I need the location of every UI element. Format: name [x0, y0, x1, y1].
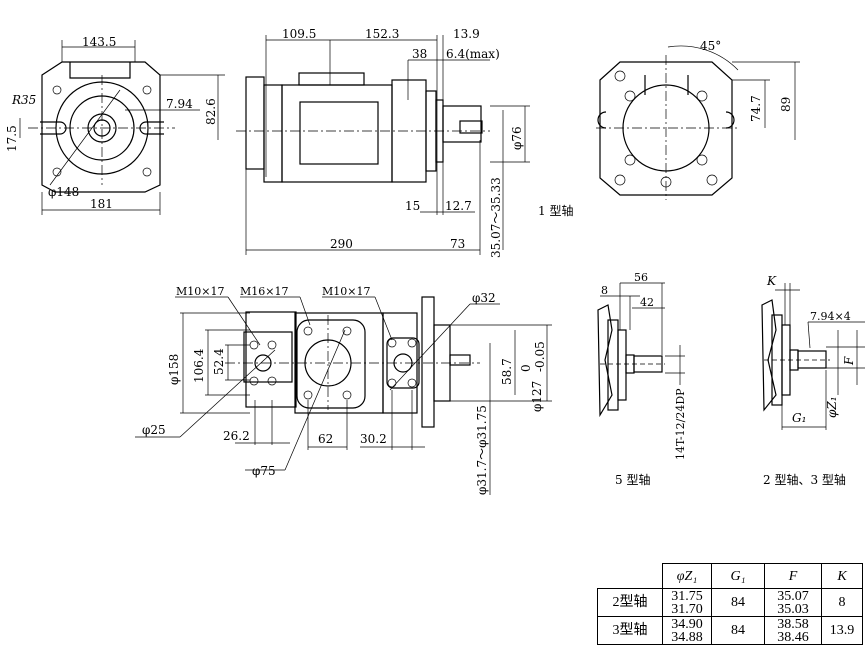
- dim-17-5: 17.5: [5, 125, 19, 152]
- f-max: 38.58: [777, 616, 809, 632]
- dim-109-5: 109.5: [282, 27, 316, 41]
- dim-35-range: 35.07～35.33: [489, 177, 503, 258]
- dim-phi76: φ76: [510, 126, 524, 150]
- dim-26-2: 26.2: [223, 429, 250, 443]
- dim-52-4: 52.4: [212, 348, 226, 375]
- dim-phi158: φ158: [167, 354, 181, 385]
- dim-73: 73: [450, 237, 465, 251]
- z-max: 31.75: [671, 588, 703, 604]
- header-k: K: [821, 563, 863, 589]
- label-m10x17-left: M10×17: [176, 285, 224, 298]
- dim-phi127: φ127: [530, 381, 544, 412]
- dim-290: 290: [330, 237, 353, 251]
- label-phi-z1: φZ₁: [825, 396, 839, 418]
- dim-15: 15: [405, 199, 420, 213]
- dim-31-7-range: φ31.7～φ31.75: [475, 405, 489, 495]
- g-value: 84: [711, 616, 765, 645]
- label-k: K: [766, 274, 777, 288]
- key-spec: 7.94×4: [810, 310, 851, 323]
- spline-spec: 14T-12/24DP: [674, 388, 687, 460]
- f-min: 38.46: [777, 629, 809, 645]
- row-name: 3型轴: [597, 616, 663, 645]
- front-view: [19, 40, 225, 215]
- dim-phi75: φ75: [252, 464, 276, 478]
- z-max: 34.90: [671, 616, 703, 632]
- dim-74-7: 74.7: [749, 95, 763, 122]
- label-m16x17: M16×17: [240, 285, 288, 298]
- dim-62: 62: [318, 432, 333, 446]
- label-g1: G₁: [792, 411, 806, 425]
- dim-89: 89: [779, 97, 793, 112]
- shaft-type5-view: [597, 282, 685, 418]
- table-header-row: φZ₁ G₁ F K: [597, 563, 863, 589]
- z-min: 31.70: [671, 601, 703, 617]
- f-max: 35.07: [777, 588, 809, 604]
- dim-38: 38: [412, 47, 427, 61]
- dim-181: 181: [90, 197, 113, 211]
- dim-42: 42: [640, 296, 654, 309]
- dim-r35: R35: [11, 93, 36, 107]
- dim-phi32: φ32: [472, 291, 496, 305]
- dim-13-9: 13.9: [453, 27, 480, 41]
- dim-106-4: 106.4: [192, 348, 206, 383]
- k-value: 8: [821, 588, 863, 617]
- dim-7-94: 7.94: [166, 97, 193, 111]
- label-m10x17-right: M10×17: [322, 285, 370, 298]
- shaft-type1-label: 1 型轴: [538, 203, 573, 218]
- row-name: 2型轴: [597, 588, 663, 617]
- dim-8: 8: [601, 284, 608, 297]
- dim-56: 56: [634, 271, 648, 284]
- f-min: 35.03: [777, 601, 809, 617]
- side-view: [236, 35, 530, 255]
- dim-phi25: φ25: [142, 423, 166, 437]
- dim-phi148: φ148: [48, 185, 79, 199]
- k-value: 13.9: [821, 616, 863, 645]
- tol-lower: -0.05: [533, 341, 547, 372]
- shaft-type23-label: 2 型轴、3 型轴: [763, 472, 846, 487]
- shaft-type23-view: [761, 283, 865, 430]
- tol-upper: 0: [519, 364, 533, 372]
- dim-6-4-max: 6.4(max): [446, 47, 500, 61]
- dim-82-6: 82.6: [204, 98, 218, 125]
- header-z1: φZ₁: [662, 563, 712, 589]
- dim-30-2: 30.2: [360, 432, 387, 446]
- header-f: F: [764, 563, 822, 589]
- header-g1: G₁: [711, 563, 765, 589]
- bottom-view: [135, 296, 552, 495]
- g-value: 84: [711, 588, 765, 617]
- dim-45-deg: 45°: [700, 39, 721, 53]
- dim-12-7: 12.7: [445, 199, 472, 213]
- dim-152-3: 152.3: [365, 27, 399, 41]
- dim-58-7: 58.7: [500, 358, 514, 385]
- z-min: 34.88: [671, 629, 703, 645]
- shaft-type5-label: 5 型轴: [615, 472, 650, 487]
- label-f: F: [842, 356, 856, 366]
- rear-view: [596, 45, 800, 200]
- dim-143-5: 143.5: [82, 35, 116, 49]
